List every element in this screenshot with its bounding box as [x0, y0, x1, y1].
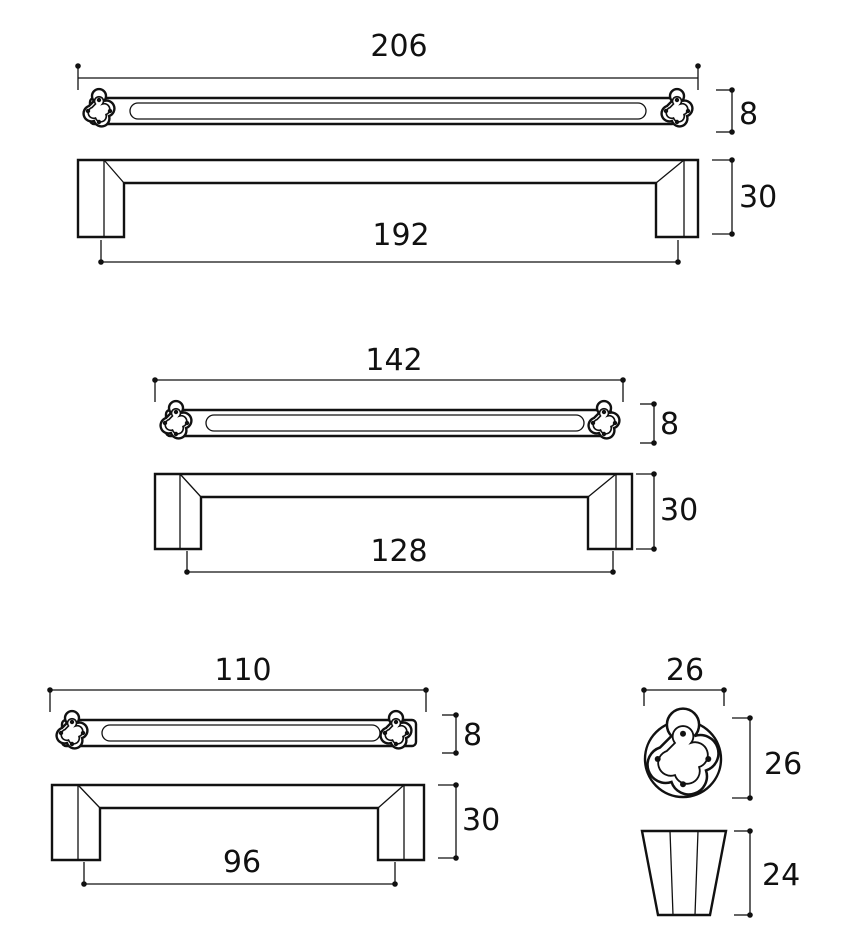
handle-206: 206 8 — [75, 29, 777, 265]
knob-diameter-dimension: 26 — [641, 653, 727, 706]
handle-side-view — [76, 158, 700, 239]
hole-spacing-dimension: 192 — [98, 218, 681, 265]
overall-length-label: 206 — [370, 29, 427, 64]
hole-spacing-dimension: 96 — [81, 845, 398, 887]
hole-spacing-label: 192 — [372, 218, 429, 253]
handle-side-view — [50, 783, 426, 862]
bar-width-label: 8 — [660, 407, 679, 442]
overall-length-label: 142 — [365, 343, 422, 378]
bar-width-dimension: 8 — [716, 87, 758, 135]
knob-diameter-label: 26 — [666, 653, 704, 688]
knob-diameter-vertical-dimension: 26 — [732, 715, 802, 801]
knob-top-view — [643, 707, 723, 799]
bar-width-label: 8 — [463, 718, 482, 753]
handle-top-view — [82, 87, 694, 128]
bar-width-dimension: 8 — [640, 401, 679, 446]
overall-length-dimension: 110 — [47, 653, 429, 712]
height-dimension: 30 — [438, 782, 500, 861]
height-label: 30 — [660, 493, 698, 528]
overall-length-dimension: 206 — [75, 29, 701, 90]
bar-width-label: 8 — [739, 97, 758, 132]
handle-top-view — [55, 709, 418, 750]
height-label: 30 — [739, 180, 777, 215]
knob-height-label: 24 — [762, 858, 800, 893]
knob-side-view — [640, 829, 728, 917]
overall-length-dimension: 142 — [152, 343, 626, 402]
knob-height-dimension: 24 — [734, 828, 800, 918]
height-label: 30 — [462, 803, 500, 838]
hole-spacing-label: 96 — [223, 845, 261, 880]
handle-142: 142 8 30 — [152, 343, 698, 575]
knob: 26 26 — [640, 653, 802, 918]
handle-110: 110 8 30 — [47, 653, 500, 887]
knob-diameter-vertical-label: 26 — [764, 747, 802, 782]
overall-length-label: 110 — [214, 653, 271, 688]
bar-width-dimension: 8 — [442, 712, 482, 756]
hole-spacing-label: 128 — [370, 534, 427, 569]
handle-side-view — [153, 472, 634, 551]
handle-top-view — [159, 399, 621, 440]
hole-spacing-dimension: 128 — [184, 534, 616, 575]
height-dimension: 30 — [636, 471, 698, 552]
height-dimension: 30 — [712, 157, 777, 237]
